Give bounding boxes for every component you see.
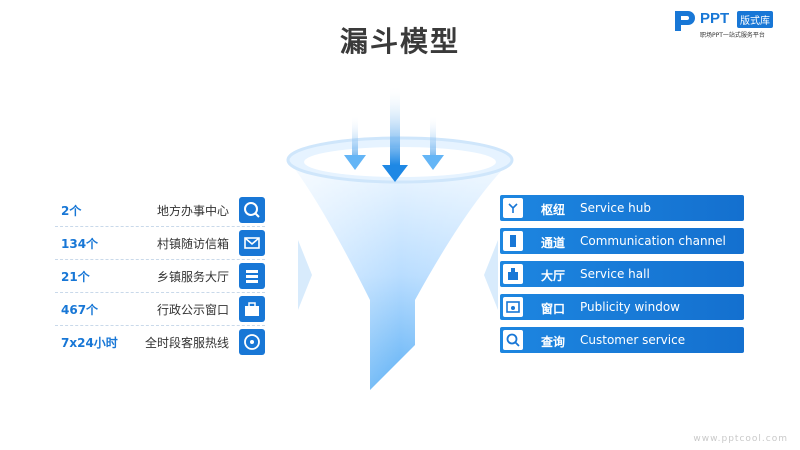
item-en-label: Service hall [580,267,650,281]
item-zh-label: 查询 [541,335,566,349]
right-chevron-icon [484,240,498,310]
left-item: 2个 地方办事中心 [55,195,265,227]
down-arrow-icon [344,115,366,170]
item-count: 2个 [61,204,82,218]
brand-logo: PPT 版式库 职场PPT一站式服务平台 [672,8,790,40]
window-icon [503,297,523,317]
right-item: 大厅 Service hall [500,261,744,287]
right-item: 枢纽 Service hub [500,195,744,221]
left-item: 21个 乡镇服务大厅 [55,261,265,293]
headset-icon [239,329,265,355]
item-en-label: Communication channel [580,234,726,248]
left-item: 134个 村镇随访信箱 [55,228,265,260]
item-label: 乡镇服务大厅 [156,270,229,284]
left-item: 467个 行政公示窗口 [55,294,265,326]
right-item: 通道 Communication channel [500,228,744,254]
item-zh-label: 大厅 [541,269,566,283]
hub-icon [503,198,523,218]
logo-badge: 版式库 [737,11,773,28]
page-title: 漏斗模型 [339,25,460,58]
divider [55,292,265,293]
item-en-label: Service hub [580,201,651,215]
list-icon [239,263,265,289]
item-en-label: Publicity window [580,300,680,314]
door-icon [503,231,523,251]
item-zh-label: 通道 [541,236,566,250]
watermark: www.pptcool.com [693,434,788,444]
left-item: 7x24小时 全时段客服热线 [55,327,265,357]
item-zh-label: 枢纽 [541,203,566,217]
right-item: 窗口 Publicity window [500,294,744,320]
item-count: 467个 [61,303,99,317]
item-count: 21个 [61,270,90,284]
logo-brand: PPT [700,10,730,27]
logo-tagline: 职场PPT一站式服务平台 [700,32,765,39]
mail-icon [239,230,265,256]
down-arrow-icon [422,115,444,170]
item-label: 全时段客服热线 [144,336,229,350]
right-item: 查询 Customer service [500,327,744,353]
building-icon [503,264,523,284]
item-en-label: Customer service [580,333,686,347]
item-label: 村镇随访信箱 [156,237,229,251]
divider [55,226,265,227]
divider [55,259,265,260]
item-count: 134个 [61,237,99,251]
left-chevron-icon [298,240,312,310]
item-label: 地方办事中心 [156,204,229,218]
search-icon [503,330,523,350]
down-arrow-icon [382,85,408,182]
divider [55,325,265,326]
magnifier-icon [239,197,265,223]
item-zh-label: 窗口 [541,302,566,316]
briefcase-icon [239,296,265,322]
logo-mark-icon [675,11,695,31]
item-label: 行政公示窗口 [156,303,229,317]
funnel-graphic [286,85,514,390]
item-count: 7x24小时 [61,336,118,350]
